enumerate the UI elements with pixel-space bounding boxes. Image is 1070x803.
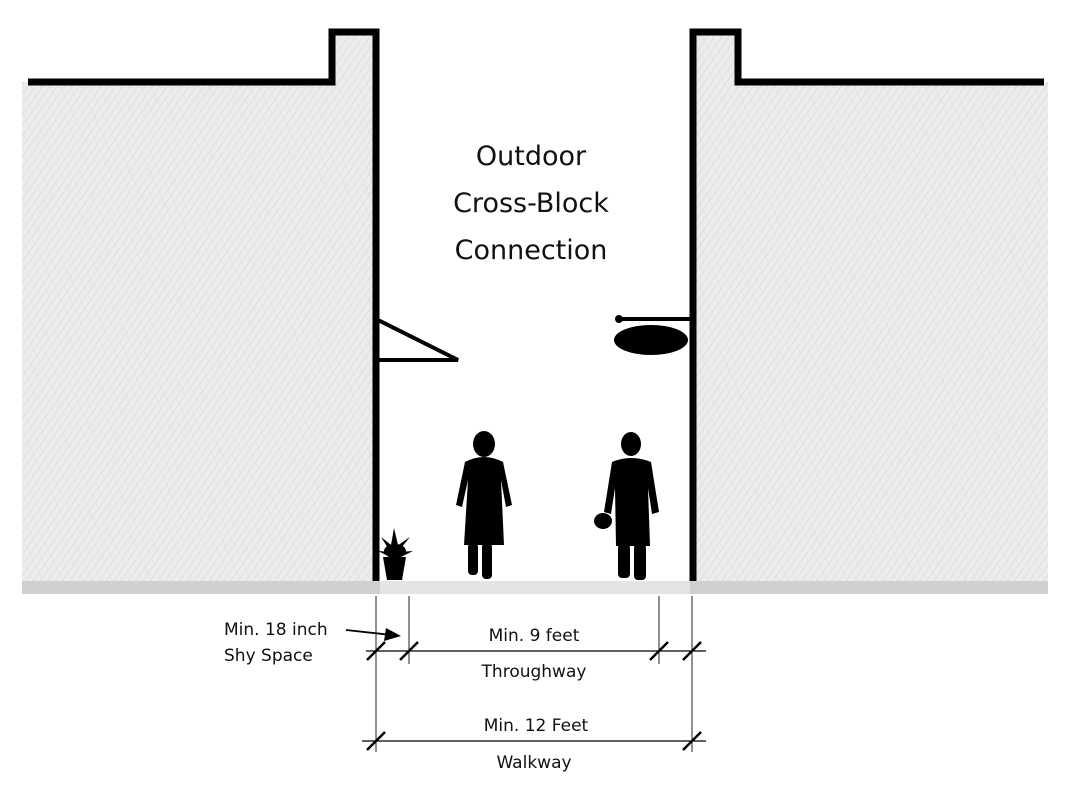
left-building-outline [28, 28, 380, 584]
shy-space-label-line-2: Shy Space [224, 646, 313, 666]
walkway-dimension [362, 731, 706, 751]
throughway-value: Min. 9 feet [489, 626, 580, 646]
hanging-sign [614, 315, 692, 355]
throughway-dimension [366, 641, 706, 661]
shy-space-label-line-1: Min. 18 inch [224, 620, 328, 640]
right-building [689, 28, 1048, 584]
walkway-label: Walkway [496, 753, 571, 773]
title-text: Outdoor Cross-Block Connection [453, 141, 609, 266]
left-building [22, 28, 380, 584]
title-line-3: Connection [455, 235, 608, 266]
pedestrian-man-icon [594, 432, 659, 580]
potted-plant-icon [378, 528, 413, 580]
title-line-1: Outdoor [476, 141, 587, 172]
pedestrian-woman-icon [456, 431, 512, 579]
shy-space-arrow [345, 628, 401, 641]
title-line-2: Cross-Block [453, 188, 609, 219]
throughway-label: Throughway [481, 662, 587, 682]
awning [377, 318, 459, 362]
walkway-value: Min. 12 Feet [484, 716, 589, 736]
right-building-outline [689, 28, 1044, 584]
